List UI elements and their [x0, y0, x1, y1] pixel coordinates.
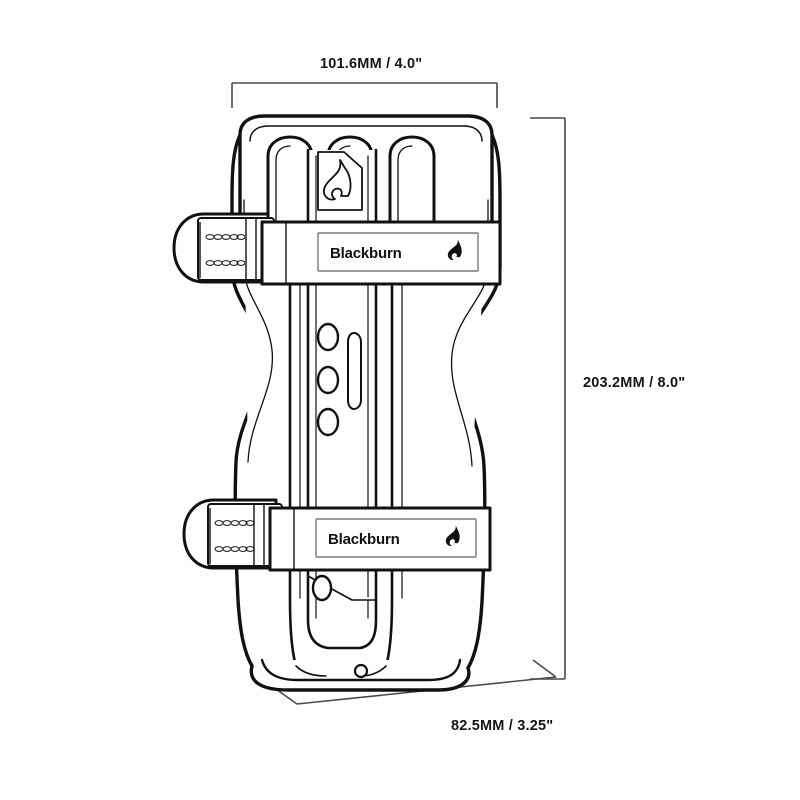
dimension-width-bracket	[231, 82, 498, 108]
upper-strap-buckle	[172, 212, 275, 284]
upper-strap-brand-plate	[317, 232, 479, 272]
cage-flame-emblem-plate	[317, 151, 363, 211]
dimension-height-label: 203.2MM / 8.0"	[583, 375, 686, 391]
cage-bottom-tray	[260, 658, 462, 682]
dimension-width-label: 101.6MM / 4.0"	[320, 56, 423, 72]
vent-slot	[347, 332, 362, 410]
vent-oval-1	[316, 322, 340, 352]
vent-oval-lower	[311, 574, 333, 602]
vent-oval-3	[316, 407, 340, 437]
upper-strap-brand-text: Blackburn	[330, 245, 402, 262]
lower-strap-brand-text: Blackburn	[328, 531, 400, 548]
flame-icon	[323, 159, 352, 201]
dimension-height-bracket	[530, 117, 566, 680]
cargo-cage-illustration	[230, 114, 502, 692]
cage-rail-highlights	[243, 199, 489, 467]
lower-strap: Blackburn	[182, 498, 492, 572]
lower-strap-brand-plate	[315, 518, 477, 558]
vent-oval-2	[316, 365, 340, 395]
tray-center-node	[353, 663, 369, 679]
dimension-depth-label: 82.5MM / 3.25"	[451, 718, 554, 734]
upper-strap: Blackburn	[172, 212, 502, 286]
cage-vent-holes	[311, 322, 362, 602]
lower-strap-buckle	[182, 498, 283, 570]
